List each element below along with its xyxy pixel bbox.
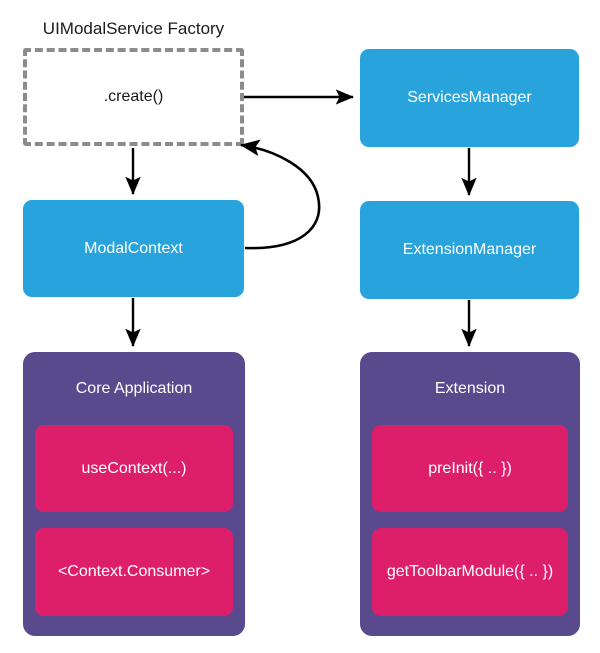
node-get-toolbar-module-label: getToolbarModule({ .. }) [386,563,554,580]
node-extension-manager-label: ExtensionManager [402,241,537,258]
node-modal-context[interactable]: ModalContext [23,200,244,297]
node-modal-context-label: ModalContext [84,239,183,257]
node-extension-manager[interactable]: ExtensionManager [360,201,579,299]
group-core-application[interactable]: Core Application useContext(...) <Contex… [23,352,245,636]
node-context-consumer-label: <Context.Consumer> [57,563,211,580]
node-services-manager-label: ServicesManager [407,89,532,106]
factory-create-box[interactable]: .create() [23,48,244,146]
node-use-context-label: useContext(...) [81,459,187,477]
node-services-manager[interactable]: ServicesManager [360,49,579,147]
factory-group-title: UIModalService Factory [42,19,225,38]
factory-create-label: .create() [103,88,164,105]
node-get-toolbar-module[interactable]: getToolbarModule({ .. }) [372,528,568,616]
arrow-modal-context-back-to-create [239,139,321,250]
group-extension[interactable]: Extension preInit({ .. }) getToolbarModu… [360,352,580,636]
node-use-context[interactable]: useContext(...) [35,425,233,512]
node-pre-init-label: preInit({ .. }) [428,459,512,477]
node-pre-init[interactable]: preInit({ .. }) [372,425,568,512]
node-context-consumer[interactable]: <Context.Consumer> [35,528,233,616]
group-extension-title: Extension [434,380,506,397]
group-core-application-title: Core Application [75,380,193,397]
